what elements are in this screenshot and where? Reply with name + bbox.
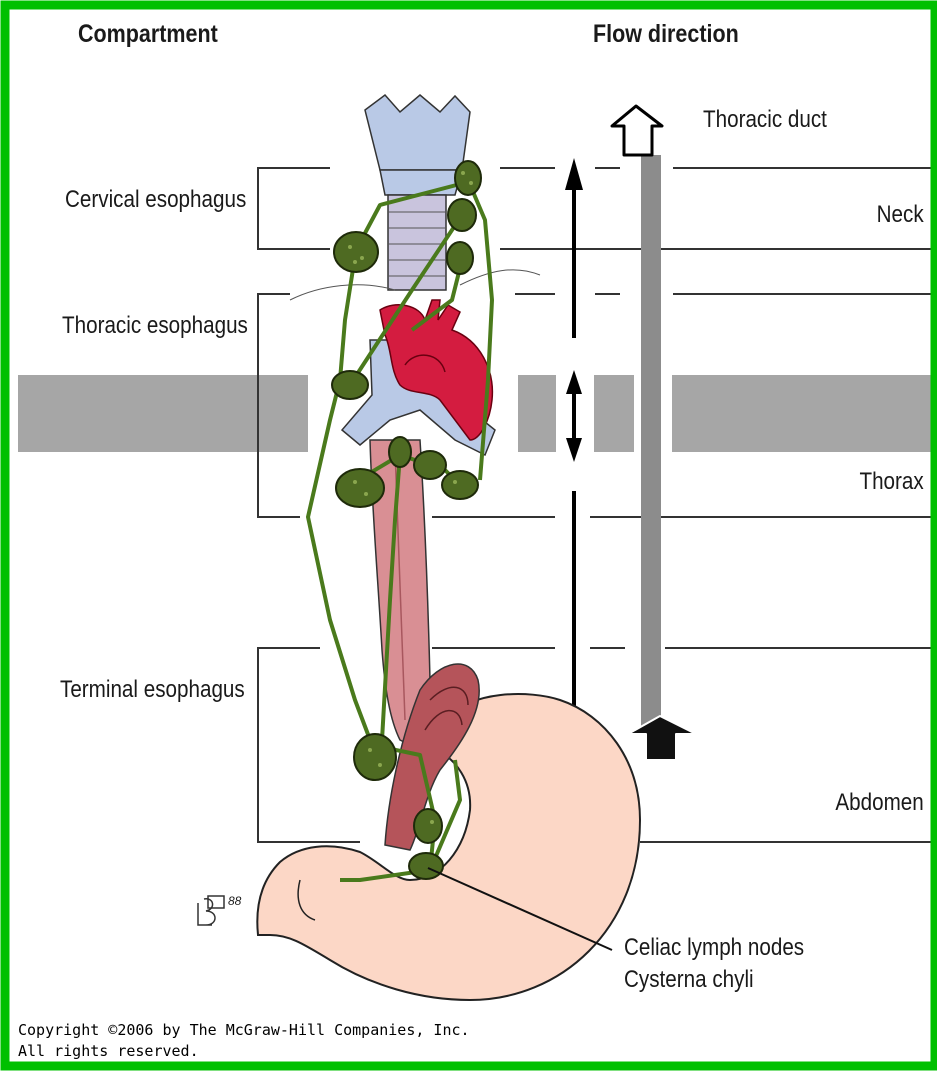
- thoracic-duct-bar: [641, 155, 661, 733]
- terminal-esophagus-label: Terminal esophagus: [60, 676, 245, 704]
- flow-direction-header: Flow direction: [593, 20, 739, 49]
- cysterna-chyli-label: Cysterna chyli: [624, 966, 754, 994]
- abdomen-region-label: Abdomen: [836, 789, 924, 817]
- neck-region-label: Neck: [877, 201, 924, 229]
- compartment-header: Compartment: [78, 20, 218, 49]
- copyright-line-2: All rights reserved.: [18, 1042, 199, 1060]
- thorax-region-label: Thorax: [860, 468, 924, 496]
- copyright-line-1: Copyright ©2006 by The McGraw-Hill Compa…: [18, 1021, 470, 1039]
- signature-number: 88: [228, 894, 241, 908]
- artist-signature: [198, 896, 224, 925]
- thoracic-duct-label: Thoracic duct: [703, 106, 827, 134]
- thoracic-esophagus-label: Thoracic esophagus: [62, 312, 248, 340]
- cervical-esophagus-label: Cervical esophagus: [65, 186, 246, 214]
- celiac-lymph-nodes-label: Celiac lymph nodes: [624, 934, 804, 962]
- cisterna-up-arrow-icon: [628, 716, 696, 760]
- thoracic-duct-up-arrow-icon: [612, 106, 662, 155]
